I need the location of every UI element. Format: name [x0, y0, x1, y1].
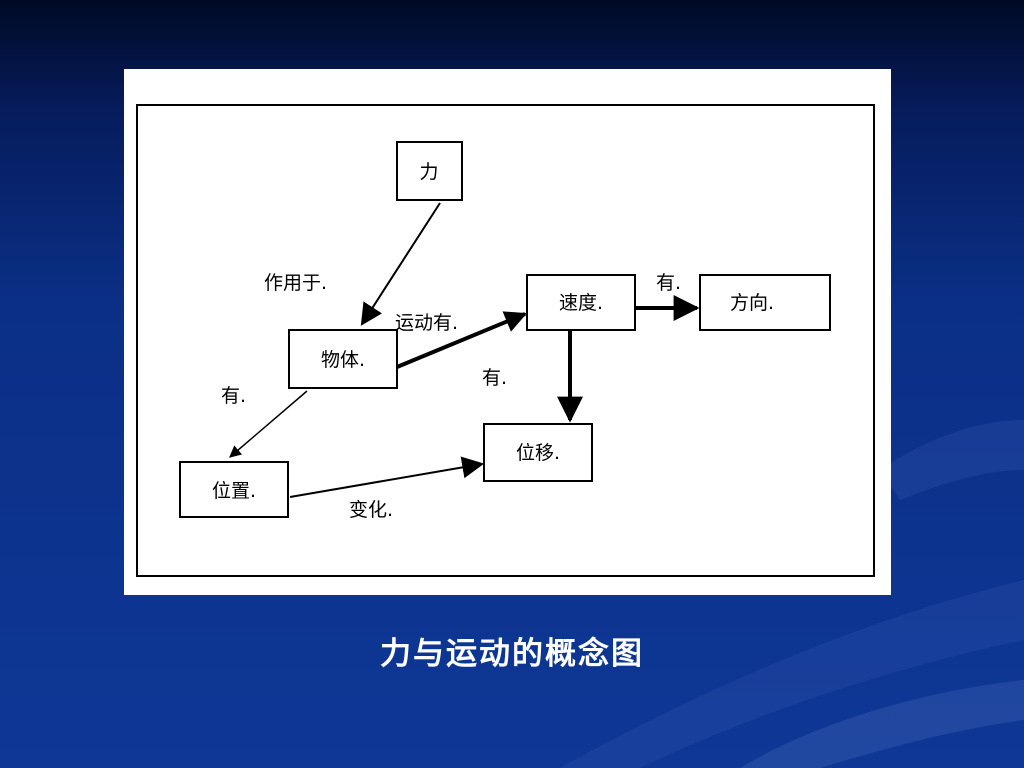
node-force: 力 — [396, 141, 463, 201]
node-displacement: 位移. — [483, 423, 593, 482]
edge-force-to-object — [360, 202, 441, 326]
node-velocity: 速度. — [526, 274, 636, 331]
edge-object-to-position — [229, 390, 308, 458]
node-velocity-label: 速度. — [559, 292, 603, 314]
node-position: 位置. — [179, 461, 289, 518]
edge-label-velocity-has-direction: 有. — [656, 272, 681, 294]
edge-label-object-has-position: 有. — [221, 385, 246, 407]
edge-label-motion-has: 运动有. — [395, 312, 458, 334]
diagram-border — [136, 104, 875, 577]
node-displacement-label: 位移. — [516, 442, 560, 464]
node-direction: 方向. — [699, 274, 831, 331]
node-object: 物体. — [288, 329, 398, 389]
node-object-label: 物体. — [321, 349, 365, 371]
concept-map: 力 物体. 速度. 方向. 位置. 位移. 作用于. 运动有. 有. 有. 有.… — [136, 104, 875, 577]
slide-caption: 力与运动的概念图 — [380, 636, 644, 672]
edge-position-to-displacement — [289, 456, 485, 498]
diagram-canvas: 力 物体. 速度. 方向. 位置. 位移. 作用于. 运动有. 有. 有. 有.… — [124, 69, 891, 595]
edge-label-velocity-has-displacement: 有. — [482, 367, 507, 389]
node-direction-label: 方向. — [730, 292, 774, 314]
edge-label-acts-on: 作用于. — [264, 272, 327, 294]
node-position-label: 位置. — [212, 480, 256, 502]
node-force-label: 力 — [419, 161, 438, 183]
edge-object-to-velocity — [396, 311, 528, 369]
edge-label-change: 变化. — [349, 499, 393, 521]
